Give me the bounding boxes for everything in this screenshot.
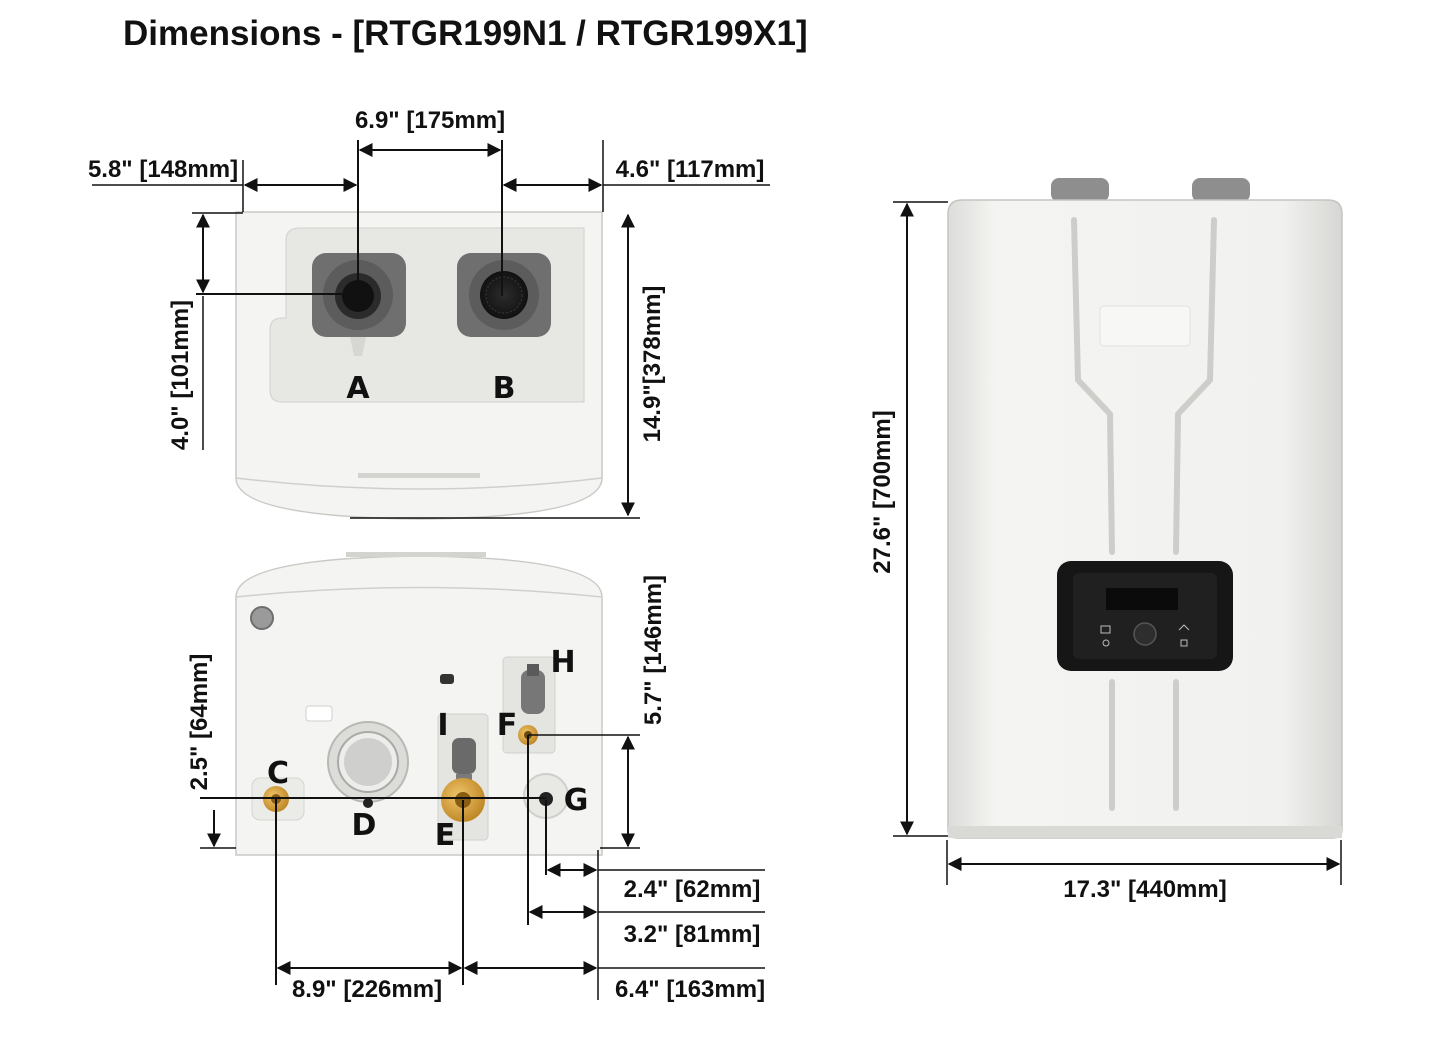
dim-height-c: 2.5" [64mm] [186, 654, 213, 791]
dim-width: 17.3" [440mm] [1063, 876, 1226, 903]
drain-plug [250, 606, 274, 630]
control-knob [1133, 622, 1157, 646]
port-label-b: B [493, 371, 516, 406]
dim-height: 27.6" [700mm] [869, 410, 896, 573]
top-view-front-lip [235, 477, 603, 490]
vent-collar-right [1192, 178, 1250, 202]
front-view: 27.6" [700mm] 17.3" [440mm] [869, 178, 1343, 903]
top-view: A B 6.9" [175mm] 5.8" [148mm] 4.6" [117m… [88, 107, 770, 520]
bottom-bracket [305, 705, 333, 722]
valve-h [521, 664, 545, 714]
dim-left-offset: 5.8" [148mm] [88, 156, 238, 183]
dim-depth-to-f: 5.7" [146mm] [640, 575, 667, 725]
dim-c-to-e: 8.9" [226mm] [292, 976, 442, 1003]
dim-right-offset: 4.6" [117mm] [616, 156, 765, 183]
port-label-i: I [437, 708, 448, 743]
dim-f-offset: 3.2" [81mm] [624, 921, 761, 948]
port-label-e: E [435, 818, 456, 853]
front-groove-left [1071, 217, 1115, 555]
dim-front-offset: 4.0" [101mm] [167, 300, 194, 450]
port-label-a: A [346, 371, 370, 406]
vent-collar-left [1051, 178, 1109, 202]
dim-depth: 14.9"[378mm] [639, 286, 666, 443]
bottom-view: C D E F G H I 5 [186, 552, 765, 1003]
top-view-latch [358, 473, 480, 478]
front-view-body [947, 199, 1343, 839]
port-label-c: C [267, 756, 289, 791]
intake-d [327, 721, 409, 808]
port-label-d: D [352, 808, 377, 843]
port-label-g: G [564, 783, 589, 818]
vent-b [457, 253, 551, 337]
dim-g-offset: 2.4" [62mm] [624, 876, 761, 903]
dim-e-offset: 6.4" [163mm] [615, 976, 765, 1003]
connector-box [440, 674, 454, 684]
control-panel [1057, 561, 1233, 671]
port-label-h: H [550, 645, 575, 680]
front-groove-right [1173, 217, 1217, 555]
page-title: Dimensions - [RTGR199N1 / RTGR199X1] [123, 14, 808, 53]
front-label-plate [1099, 305, 1191, 347]
port-label-f: F [497, 708, 518, 743]
dim-vent-spacing: 6.9" [175mm] [355, 107, 505, 134]
display-screen [1106, 588, 1178, 610]
